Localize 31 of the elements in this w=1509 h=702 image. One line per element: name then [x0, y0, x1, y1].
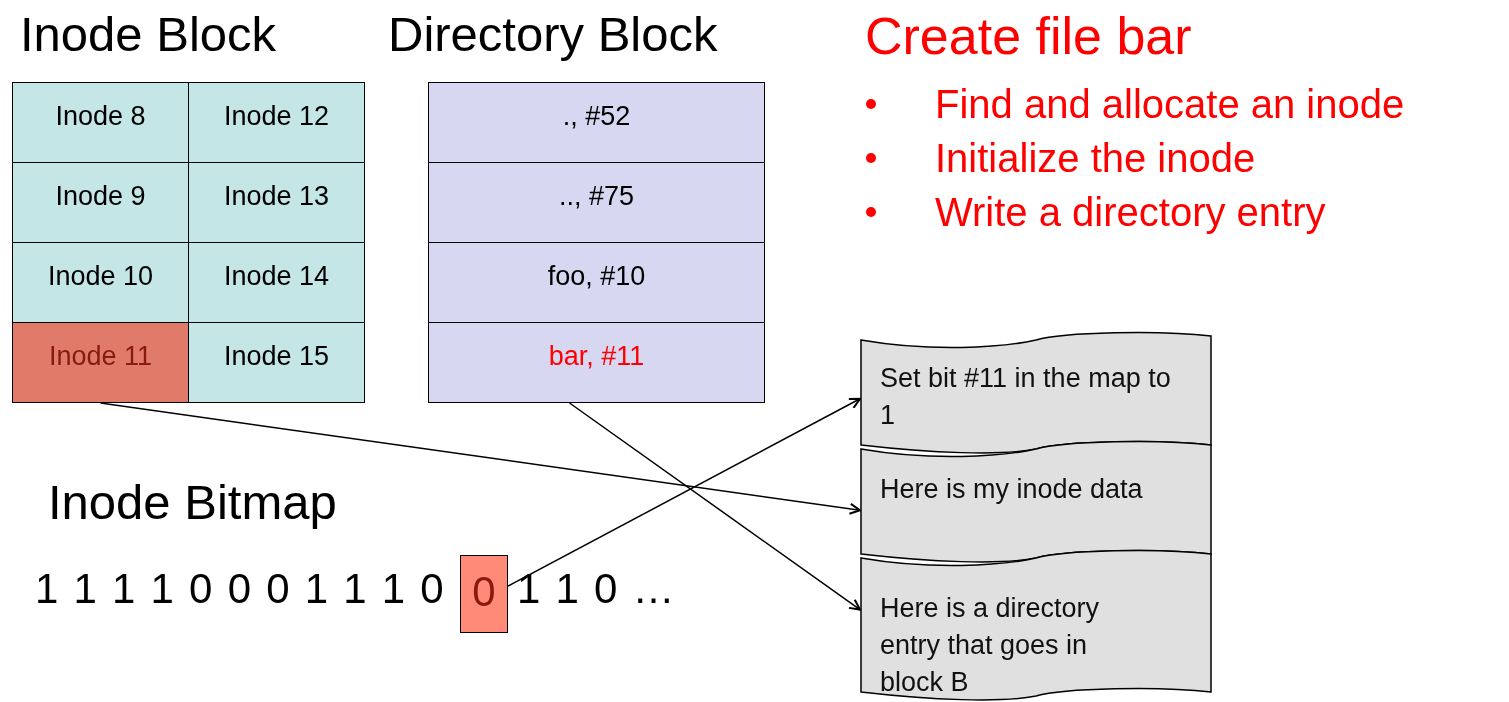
bullet-item: Find and allocate an inode: [935, 84, 1405, 124]
log-document: [860, 439, 1212, 564]
table-heading: Inode Block: [20, 10, 277, 59]
directory-entry: bar, #11: [428, 322, 765, 403]
arrow: [507, 397, 861, 587]
inode-cell: Inode 10: [12, 242, 189, 323]
arrow: [568, 402, 861, 611]
table-heading: Directory Block: [388, 10, 718, 59]
directory-entry: .., #75: [428, 162, 765, 243]
bitmap-heading: Inode Bitmap: [48, 478, 337, 527]
directory-entry: ., #52: [428, 82, 765, 163]
bitmap-bits: 1 1 0 …: [517, 568, 675, 610]
inode-cell: Inode 11: [12, 322, 189, 403]
document-text: Here is my inode data: [880, 473, 1144, 506]
log-document: [860, 548, 1212, 702]
inode-cell: Inode 14: [188, 242, 365, 323]
arrow: [99, 402, 861, 515]
title: Create file bar: [865, 10, 1192, 62]
document-text: Set bit #11 in the map to 1: [880, 362, 1172, 432]
inode-cell: Inode 13: [188, 162, 365, 243]
inode-cell: Inode 15: [188, 322, 365, 403]
inode-cell: Inode 9: [12, 162, 189, 243]
bullet-item: Initialize the inode: [935, 138, 1256, 178]
bitmap-bits: 1 1 1 1 0 0 0 1 1 1 0: [35, 568, 444, 610]
log-document: [860, 330, 1212, 455]
directory-entry: foo, #10: [428, 242, 765, 323]
highlighted-bit: 0: [460, 555, 508, 633]
bullet-item: Write a directory entry: [935, 192, 1326, 232]
inode-cell: Inode 12: [188, 82, 365, 163]
document-text: Here is a directory entry that goes in block B: [880, 592, 1101, 699]
inode-cell: Inode 8: [12, 82, 189, 163]
